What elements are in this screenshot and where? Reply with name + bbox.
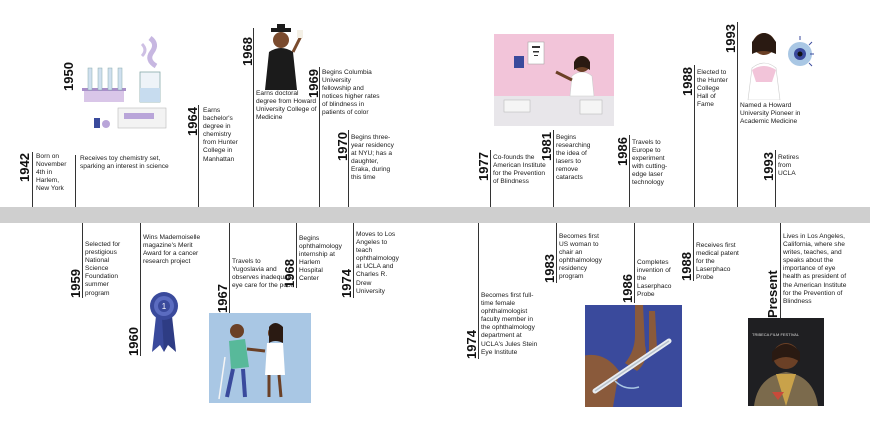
event-year: Present	[765, 270, 780, 318]
event-stem	[319, 67, 320, 207]
event-text: Completes invention of the Laserphaco Pr…	[637, 259, 672, 299]
event-year: 1942	[17, 153, 32, 182]
timeline-band	[0, 207, 870, 223]
doctor-eye-illustration	[742, 22, 817, 100]
event-text: Earns bachelor's degree in chemistry fro…	[203, 107, 238, 163]
event-text: Receives toy chemistry set, sparking an …	[80, 155, 169, 171]
event-text: Co-founds the American Institute for the…	[493, 154, 546, 186]
event-year: 1981	[539, 132, 554, 161]
event-stem	[693, 223, 694, 281]
yugoslavia-care-illustration	[209, 313, 311, 403]
event-stem	[694, 65, 695, 207]
event-year: 1986	[615, 137, 630, 166]
event-stem	[82, 223, 83, 298]
event-year: 1988	[680, 67, 695, 96]
event-year: 1988	[679, 252, 694, 281]
eye-clinic-illustration	[494, 34, 614, 126]
event-year: 1950	[61, 62, 76, 91]
event-stem	[296, 223, 297, 288]
event-stem	[229, 223, 230, 313]
tribeca-sign: TRIBECA FILM FESTIVAL	[752, 332, 800, 337]
event-year: 1968	[240, 37, 255, 66]
event-stem	[198, 105, 199, 207]
event-text: Moves to Los Angeles to teach ophthalmol…	[356, 231, 399, 295]
event-year: 1977	[476, 152, 491, 181]
ribbon-award-illustration: 1	[148, 290, 180, 355]
event-year: 1974	[339, 269, 354, 298]
event-stem	[737, 22, 738, 207]
event-text: Elected to the Hunter College Hall of Fa…	[697, 69, 728, 109]
ribbon-number: 1	[162, 302, 167, 311]
event-text: Becomes first US woman to chair an ophth…	[559, 233, 602, 281]
laser-probe-hands-illustration	[585, 305, 682, 407]
event-year: 1983	[542, 254, 557, 283]
event-stem	[780, 223, 781, 318]
event-stem	[629, 135, 630, 207]
event-text: Wins Mademoiselle magazine's Merit Award…	[143, 234, 201, 266]
event-stem	[32, 152, 33, 207]
event-text: Begins Columbia University fellowship an…	[322, 69, 380, 117]
graduate-illustration	[257, 22, 307, 90]
event-text: Receives first medical patent for the La…	[696, 242, 739, 282]
event-text: Travels to Europe to experiment with cut…	[632, 139, 668, 187]
event-stem	[75, 155, 76, 207]
event-year: 1993	[723, 24, 738, 53]
event-stem	[553, 130, 554, 207]
event-text: Earns doctoral degree from Howard Univer…	[256, 90, 317, 122]
event-year: 1959	[68, 269, 83, 298]
event-year: 1993	[761, 152, 776, 181]
event-year: 1986	[620, 274, 635, 303]
event-text: Begins researching the idea of lasers to…	[556, 134, 591, 182]
event-stem	[775, 150, 776, 207]
event-year: 1960	[126, 327, 141, 356]
event-stem	[140, 223, 141, 356]
event-text: Born on November 4th in Harlem, New York	[36, 153, 67, 193]
event-text: Selected for prestigious National Scienc…	[85, 241, 121, 297]
event-year: 1967	[215, 284, 230, 313]
event-stem	[490, 150, 491, 207]
chemistry-set-illustration	[80, 30, 170, 135]
event-stem	[556, 223, 557, 283]
event-text: Begins ophthalmology internship at Harle…	[299, 235, 342, 283]
event-year: 1969	[306, 69, 321, 98]
portrait-photo: TRIBECA FILM FESTIVAL	[748, 318, 824, 406]
event-text: Retires from UCLA	[778, 154, 799, 178]
event-year: 1968	[282, 259, 297, 288]
event-text: Becomes first full-time female ophthalmo…	[481, 292, 538, 356]
event-text: Begins three-year residency at NYU; has …	[351, 134, 394, 182]
event-text: Travels to Yugoslavia and observes inade…	[232, 258, 294, 290]
event-year: 1964	[185, 107, 200, 136]
event-year: 1974	[464, 330, 479, 359]
event-year: 1970	[335, 132, 350, 161]
event-text: Lives in Los Angeles, California, where …	[783, 233, 847, 305]
event-stem	[353, 223, 354, 298]
event-stem	[253, 28, 254, 207]
event-stem	[348, 130, 349, 207]
event-text: Named a Howard University Pioneer in Aca…	[740, 102, 801, 126]
event-stem	[634, 223, 635, 303]
event-stem	[478, 223, 479, 359]
